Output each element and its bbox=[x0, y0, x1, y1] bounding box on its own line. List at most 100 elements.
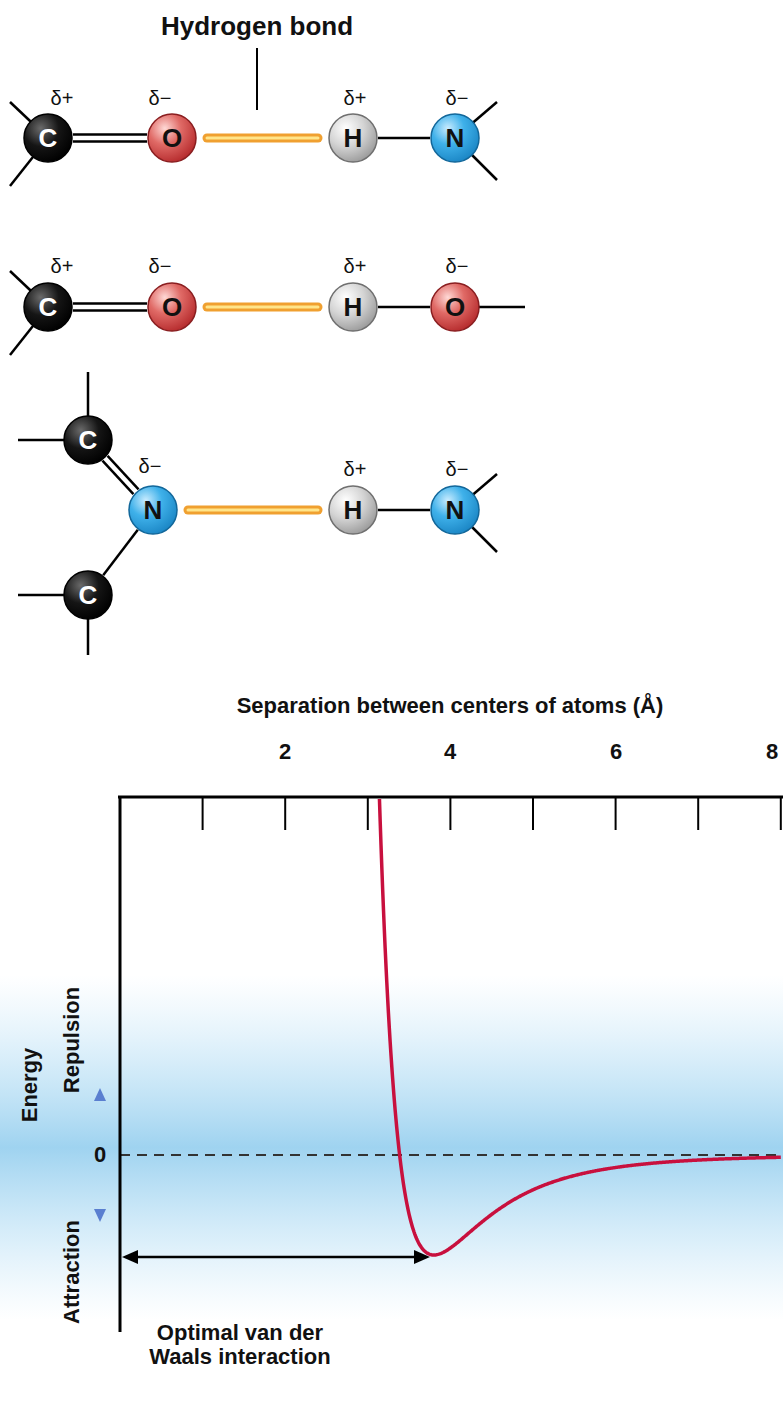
covalent-bond bbox=[103, 530, 138, 575]
atom-symbol: O bbox=[162, 294, 182, 320]
partial-charge: δ+ bbox=[344, 87, 367, 109]
bond-line bbox=[108, 456, 139, 489]
tick-label: 4 bbox=[444, 740, 456, 764]
hbond-outer bbox=[188, 506, 318, 515]
bond-line bbox=[378, 306, 430, 309]
down-triangle bbox=[94, 1209, 106, 1222]
hbond-outer bbox=[207, 134, 318, 143]
atom-symbol: H bbox=[344, 125, 363, 151]
partial-charge: δ− bbox=[446, 458, 469, 480]
atom-symbol: O bbox=[162, 125, 182, 151]
bond-line bbox=[73, 140, 147, 143]
atom-ball bbox=[129, 486, 177, 534]
double-bond bbox=[73, 135, 147, 142]
double-bond bbox=[73, 304, 147, 311]
bond-line bbox=[378, 137, 430, 140]
bond-stubs bbox=[10, 102, 525, 655]
partial-charge: δ+ bbox=[51, 87, 74, 109]
arrow-shaft bbox=[134, 1256, 418, 1259]
covalent-bond bbox=[378, 138, 430, 139]
axis-label: Energy bbox=[18, 1048, 42, 1123]
bond-line bbox=[73, 309, 147, 312]
partial-charge: δ+ bbox=[344, 255, 367, 277]
atom-circle: N bbox=[430, 113, 480, 163]
atom-symbol: C bbox=[79, 582, 98, 608]
axis-tick bbox=[780, 797, 782, 830]
partial-charge: δ+ bbox=[344, 458, 367, 480]
atom-circle: O bbox=[430, 282, 480, 332]
atom-ball bbox=[329, 283, 377, 331]
double-bond bbox=[102, 456, 138, 494]
atom-circle: O bbox=[147, 282, 197, 332]
atom-ball bbox=[329, 114, 377, 162]
hbond-inner bbox=[207, 137, 318, 140]
atom-symbol: H bbox=[344, 294, 363, 320]
partial-charge: δ− bbox=[446, 255, 469, 277]
bond-line bbox=[378, 509, 430, 512]
hbond-inner bbox=[188, 509, 318, 512]
zero-line bbox=[120, 1154, 781, 1156]
energy-band bbox=[0, 975, 783, 1320]
partial-charge: δ− bbox=[446, 87, 469, 109]
axis-tick bbox=[615, 797, 617, 830]
tick-label: 8 bbox=[766, 740, 778, 764]
atom-circle: N bbox=[430, 485, 480, 535]
axis-ticks bbox=[203, 797, 781, 830]
axis-tick bbox=[202, 797, 204, 830]
energy-curve bbox=[377, 799, 781, 1255]
atom-ball bbox=[329, 486, 377, 534]
atom-symbol: H bbox=[344, 497, 363, 523]
atom-symbol: N bbox=[144, 497, 163, 523]
atom-symbol: O bbox=[445, 294, 465, 320]
callout-label: Optimal van der Waals interaction bbox=[135, 1321, 345, 1369]
hbond-inner bbox=[207, 306, 318, 309]
bond-line bbox=[73, 133, 147, 136]
atom-ball bbox=[431, 114, 479, 162]
callout-label: Hydrogen bond bbox=[161, 12, 353, 41]
covalent-bond bbox=[378, 307, 430, 308]
atom-ball bbox=[64, 416, 112, 464]
atom-ball bbox=[148, 283, 196, 331]
atom-ball bbox=[64, 571, 112, 619]
tick-label: 0 bbox=[94, 1143, 106, 1167]
atom-circle: C bbox=[63, 415, 113, 465]
axis-tick bbox=[697, 797, 699, 830]
tick-label: 2 bbox=[279, 740, 291, 764]
axis-tick bbox=[532, 797, 534, 830]
atom-symbol: N bbox=[446, 125, 465, 151]
hydrogen-bond bbox=[207, 307, 318, 308]
atom-ball bbox=[431, 486, 479, 534]
atom-circle: H bbox=[328, 282, 378, 332]
atom-symbol: C bbox=[39, 125, 58, 151]
y-axis bbox=[119, 796, 122, 1332]
hbond-outer bbox=[207, 303, 318, 312]
atom-circle: C bbox=[23, 113, 73, 163]
partial-charge: δ− bbox=[149, 87, 172, 109]
atom-symbol: C bbox=[79, 427, 98, 453]
covalent-bond bbox=[378, 510, 430, 511]
axis-tick bbox=[367, 797, 369, 830]
optimal-arrow bbox=[122, 1250, 430, 1264]
atom-circle: C bbox=[23, 282, 73, 332]
partial-charge: δ− bbox=[149, 255, 172, 277]
up-triangle bbox=[94, 1088, 106, 1101]
atom-ball bbox=[148, 114, 196, 162]
axis-tick bbox=[449, 797, 451, 830]
hydrogen-bond bbox=[207, 138, 318, 139]
axis-title: Separation between centers of atoms (Å) bbox=[237, 694, 664, 718]
tick-label: 6 bbox=[610, 740, 622, 764]
axis-label: Attraction bbox=[60, 1220, 84, 1324]
axis-label: Repulsion bbox=[60, 987, 84, 1093]
atom-symbol: N bbox=[446, 497, 465, 523]
atom-ball bbox=[24, 114, 72, 162]
atom-symbol: C bbox=[39, 294, 58, 320]
arrow-head bbox=[122, 1250, 138, 1264]
atom-circle: H bbox=[328, 113, 378, 163]
hydrogen-bond bbox=[188, 510, 318, 511]
atom-ball bbox=[431, 283, 479, 331]
atom-circle: N bbox=[128, 485, 178, 535]
bond-line bbox=[73, 302, 147, 305]
atom-ball bbox=[24, 283, 72, 331]
atom-circle: C bbox=[63, 570, 113, 620]
